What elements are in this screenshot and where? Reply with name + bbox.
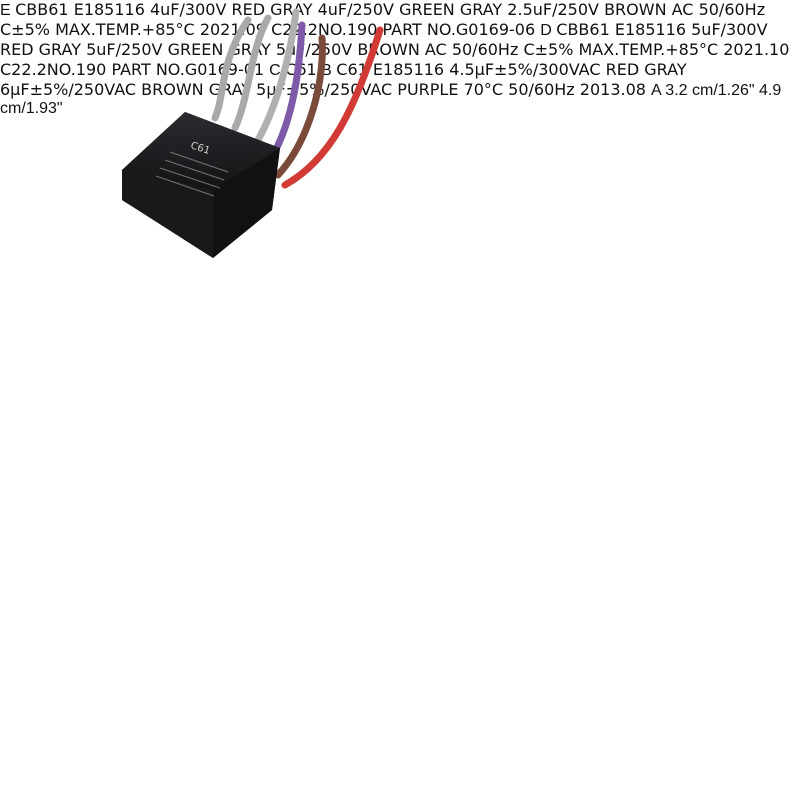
capacitor-a-line2: 6μF±5%/250VAC (0, 80, 137, 99)
dimension-height-text: 3.2 cm/1.26" (665, 82, 755, 99)
capacitor-d-line1: 4uF/300V (149, 0, 227, 19)
capacitor-c-ac: AC 50/60Hz C±5% (424, 40, 574, 59)
capacitor-d-temp: MAX.TEMP.+85°C 2021.09 (55, 20, 266, 39)
capacitor-c-ul: E185116 (614, 20, 687, 39)
label-e: E (0, 2, 11, 19)
capacitor-d-line2: 4uF/250V (317, 0, 394, 19)
capacitor-a-line1: 4.5μF±5%/300VAC (449, 60, 601, 79)
capacitor-d-line3-color: BROWN (604, 0, 667, 19)
label-a: A (651, 82, 661, 99)
capacitor-e: C61 (122, 8, 384, 258)
capacitor-d-brand: CBB61 (15, 0, 69, 19)
capacitor-d-gray1: GRAY (270, 0, 313, 19)
capacitor-c-line2-color: GREEN (167, 40, 224, 59)
capacitor-d-ul: E185116 (73, 0, 145, 19)
capacitor-a-ul: E185116 (372, 60, 445, 79)
capacitor-d-ac: AC 50/60Hz C±5% (0, 0, 766, 39)
capacitor-c-line1: 5uF/300V (691, 20, 768, 39)
capacitor-d-line2-color: GREEN (399, 0, 455, 19)
label-b: B (321, 62, 332, 79)
capacitor-a-footer: 70°C 50/60Hz 2013.08 (463, 80, 646, 99)
capacitor-c-c22: C22.2NO.190 (0, 60, 107, 79)
capacitor-d-part: PART NO.G0169-06 (382, 20, 536, 39)
capacitor-d: CBB61 E185116 4uF/300V RED GRAY 4uF/250V… (0, 0, 766, 39)
dimension-width-text: 4.9 cm/1.93" (0, 82, 782, 117)
capacitor-d-gray2: GRAY (459, 0, 503, 19)
capacitor-d-line1-color: RED (231, 0, 266, 19)
capacitor-d-line3: 2.5uF/250V (507, 0, 599, 19)
label-d: D (540, 22, 552, 39)
capacitor-c-gray1: GRAY (38, 40, 81, 59)
capacitor-a-gray1: GRAY (644, 60, 687, 79)
capacitor-c-line2: 5uF/250V (86, 40, 163, 59)
capacitor-c-temp: MAX.TEMP.+85°C 2021.10 (578, 40, 790, 59)
capacitor-a-brand: C61 (336, 60, 368, 79)
capacitor-a-line3-color: PURPLE (397, 80, 459, 99)
capacitor-c-brand: CBB61 (556, 20, 610, 39)
capacitor-c-line1-color: RED (0, 40, 34, 59)
capacitor-a-line1-color: RED (605, 60, 640, 79)
capacitor-a-line2-color: BROWN (141, 80, 204, 99)
label-c: C (269, 62, 281, 79)
capacitor-c-line3: 5uF/250V (275, 40, 353, 59)
